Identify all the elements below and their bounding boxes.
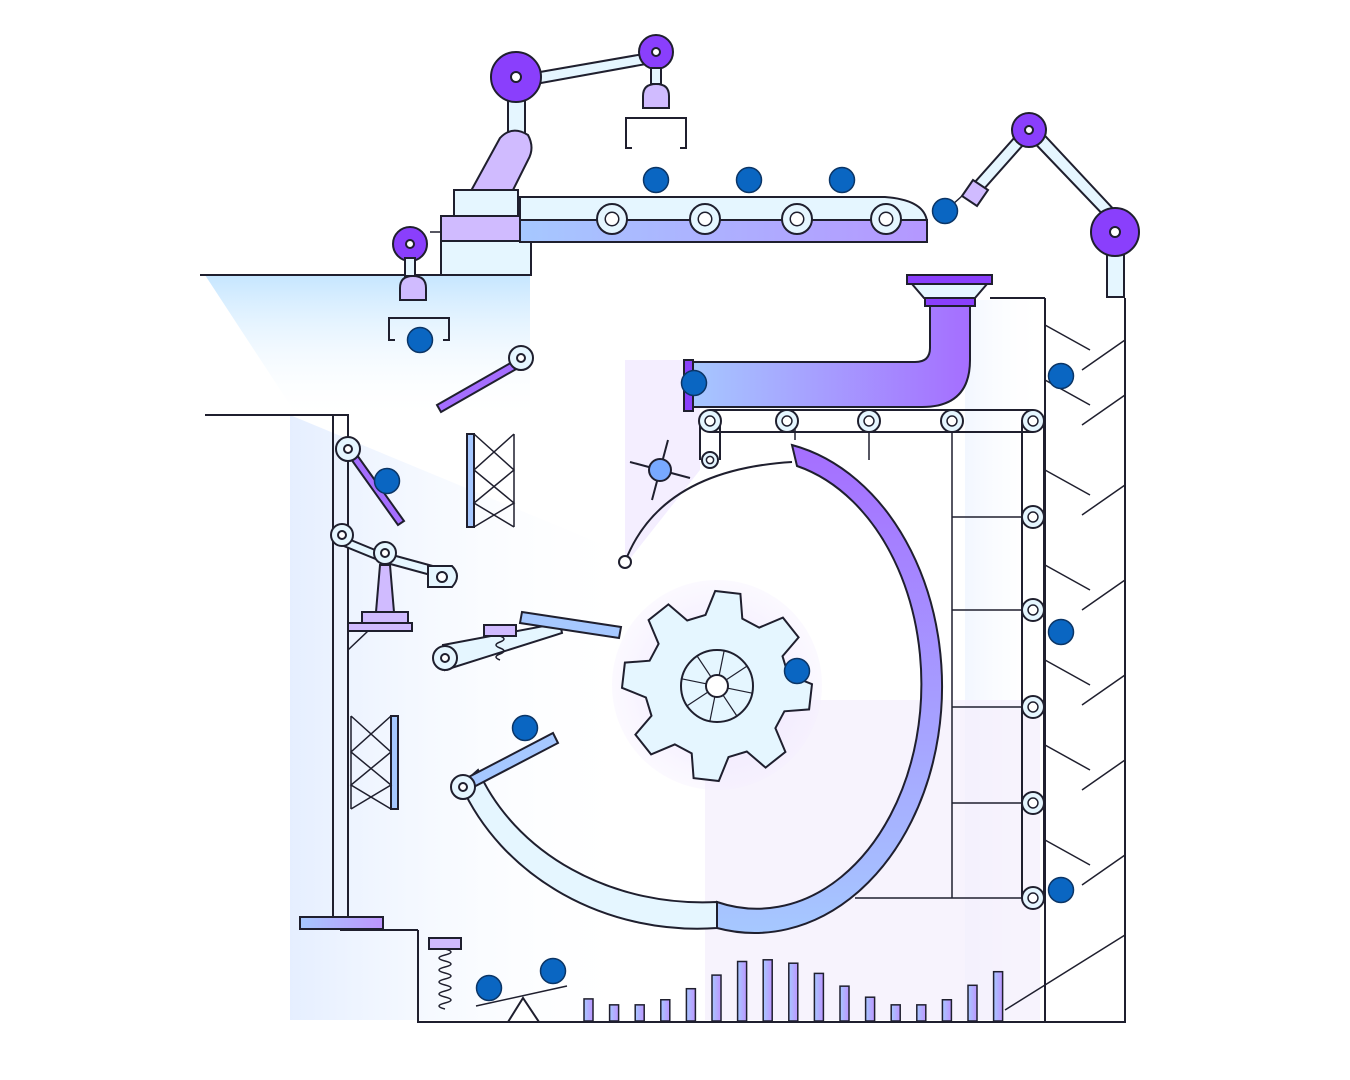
pulley-icon [1021,886,1045,910]
meter-bar [660,999,671,1022]
gripper-icon [399,274,427,301]
meter-bar [788,962,799,1022]
ball [475,974,503,1002]
ball [1047,362,1075,390]
meter-bar [941,999,953,1022]
meter-bar [890,1004,901,1022]
ball [406,326,434,354]
balls [373,166,1075,1002]
meter-bar [762,959,773,1022]
meter-bar [608,1004,620,1022]
ball [539,957,567,985]
meter-bar [583,998,594,1022]
ball [783,657,811,685]
pulley-icon [1021,695,1045,719]
pulley-icon [870,203,902,235]
ball [931,197,959,225]
meter-bar [736,960,748,1022]
meter-bar [992,970,1004,1022]
pulley-icon [781,203,813,235]
meter-bar [685,987,697,1022]
pulley-icon [689,203,721,235]
pulley-icon [596,203,628,235]
ball [828,166,856,194]
pulley-icon [775,409,799,433]
level-meter-bars [583,959,1004,1022]
ball [373,467,401,495]
pulley-icon [698,409,722,433]
meter-bar [916,1004,927,1022]
meter-bar [864,996,876,1022]
pulley-icon [857,409,881,433]
pulley-icon [940,409,964,433]
ball [680,369,708,397]
meter-bar [813,972,825,1022]
gear-icon [612,580,822,790]
left-mechanisms [330,345,623,800]
ball [735,166,763,194]
top-conveyor [519,196,929,243]
left-robot-arm [464,34,687,201]
pulley-icon [1021,598,1045,622]
right-robot-arm [951,112,1140,298]
pulley-icon [1021,505,1045,529]
ball [642,166,670,194]
scissor-lifts [349,433,516,810]
meter-bar [634,1004,645,1022]
feed-pipe [683,274,993,412]
ball [1047,618,1075,646]
pulley-icon [1021,409,1045,433]
pulley-conveyor [698,409,1045,910]
ball [1047,876,1075,904]
meter-bar [839,985,850,1022]
bottom-spring-seesaw [428,937,568,1023]
gripper-icon [960,178,990,208]
spinner-icon [629,439,691,501]
gripper-icon [642,82,670,109]
pulley-icon [1021,791,1045,815]
pulley-icon [701,451,719,469]
meter-bar [711,974,722,1022]
meter-bar [967,984,978,1022]
ball [511,714,539,742]
